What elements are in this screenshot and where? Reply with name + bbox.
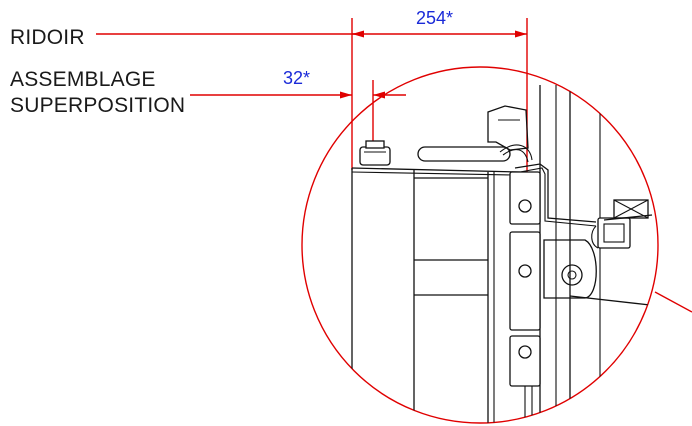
assemblage-label: ASSEMBLAGE <box>10 68 156 91</box>
mechanism-drawing <box>351 85 651 423</box>
dimension-lines <box>96 18 692 313</box>
ridoir-label: RIDOIR <box>10 26 85 49</box>
dimension-254: 254* <box>416 8 453 28</box>
dimension-32: 32* <box>283 68 310 88</box>
superposition-label: SUPERPOSITION <box>10 94 185 117</box>
detail-circle <box>301 66 659 424</box>
x-box-marker <box>603 199 653 221</box>
